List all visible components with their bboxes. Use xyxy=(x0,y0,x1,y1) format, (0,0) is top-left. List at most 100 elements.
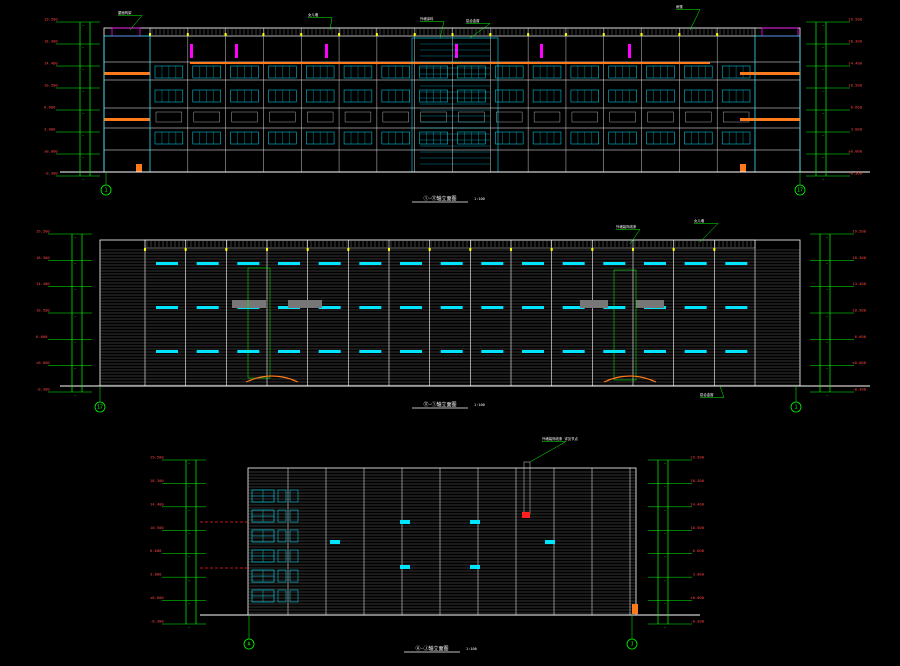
mid-right-level-text: -0.300 xyxy=(852,387,866,392)
top-right-level-text: 10.500 xyxy=(848,83,862,88)
top-left-dim-mark: — xyxy=(82,177,85,181)
top-note: 铝合金窗 xyxy=(466,18,480,23)
bot-left-dim-mark: — xyxy=(188,531,191,535)
grey-panel xyxy=(636,300,664,308)
mid-note-arrow xyxy=(699,223,719,243)
mid-left-dim-mark: — xyxy=(74,393,77,397)
mid-right-dim-mark: — xyxy=(826,393,829,397)
bot-right-dim-mark: — xyxy=(664,461,667,465)
ledge-band xyxy=(190,62,710,64)
top-left-level-text: 19.500 xyxy=(44,17,58,22)
mid-note: 铝合金窗 xyxy=(700,392,714,397)
top-right-level-text: -0.300 xyxy=(848,171,862,176)
roof-feature xyxy=(761,27,799,37)
bot-right-level-text: -0.300 xyxy=(690,619,704,624)
column-accent xyxy=(628,44,631,58)
bot-right-level-text: 19.500 xyxy=(690,455,704,460)
window-block xyxy=(470,520,480,524)
elevation-top: 19.500—18.300—14.400—10.500—6.600—3.000—… xyxy=(44,4,870,203)
roof-marker xyxy=(510,248,512,251)
window-block xyxy=(470,565,480,569)
roof-marker xyxy=(413,33,416,36)
bot-left-dim-mark: — xyxy=(188,602,191,606)
window xyxy=(277,529,287,543)
mid-right-level-text: 19.500 xyxy=(852,229,866,234)
mid-scale: 1:100 xyxy=(474,403,485,407)
top-title: ①-⑰轴立面图 xyxy=(423,195,456,202)
top-left-level-text: 14.400 xyxy=(44,61,58,66)
elevation-bottom: 19.500—18.300—14.400—10.500—6.600—3.000—… xyxy=(150,436,705,653)
window-strip xyxy=(603,262,626,265)
window-strip xyxy=(237,262,260,265)
top-left-dim-mark: — xyxy=(82,89,85,93)
axis-bubble-label: J xyxy=(630,642,633,648)
window xyxy=(277,509,287,523)
mid-note-arrow xyxy=(719,385,725,398)
top-right-dim-mark: — xyxy=(822,111,825,115)
panel xyxy=(193,111,220,123)
window-strip xyxy=(684,350,707,353)
mid-left-dim-mark: — xyxy=(74,314,77,318)
panel xyxy=(307,111,334,123)
window-strip xyxy=(562,262,585,265)
top-left-dim-mark: — xyxy=(82,111,85,115)
top-left-dim-mark: — xyxy=(82,45,85,49)
bot-note: 外墙装饰线条 详见节点 xyxy=(542,436,579,441)
window-block xyxy=(400,565,410,569)
roof-marker xyxy=(388,248,390,251)
bot-scale: 1:100 xyxy=(466,647,477,651)
panel xyxy=(609,111,636,123)
window-strip xyxy=(156,306,178,309)
bot-right-dim-mark: — xyxy=(664,531,667,535)
building-outline xyxy=(103,27,801,173)
roof-marker xyxy=(347,248,350,251)
roof-marker xyxy=(632,248,634,251)
window-strip xyxy=(400,262,422,265)
mid-right-dim-mark: — xyxy=(826,235,829,239)
window-strip xyxy=(196,262,219,265)
top-note: 外墙涂料 xyxy=(420,16,434,21)
bot-left-dim-mark: — xyxy=(188,625,191,629)
bot-right-level-text: ±0.000 xyxy=(690,595,704,600)
mid-note: 外墙装饰线条 xyxy=(616,224,637,229)
column-accent xyxy=(540,44,543,58)
balcony-rail xyxy=(740,72,800,75)
window-strip xyxy=(156,350,178,353)
roof-marker xyxy=(640,33,643,36)
grey-panel xyxy=(232,300,266,308)
roof-marker xyxy=(527,33,530,36)
window-strip xyxy=(400,306,422,309)
window-strip xyxy=(684,262,707,265)
window xyxy=(289,529,299,543)
window-strip xyxy=(318,306,341,309)
window-strip xyxy=(644,350,666,353)
mid-note-arrow xyxy=(629,229,641,245)
stair-tower-right xyxy=(754,35,801,173)
window xyxy=(289,549,299,563)
mid-right-level-text: ±0.000 xyxy=(852,360,866,365)
window-strip xyxy=(237,350,260,353)
top-right-level-text: ±0.000 xyxy=(848,149,862,154)
bot-left-level-text: ±0.000 xyxy=(150,595,164,600)
top-note-arrow xyxy=(689,9,701,31)
window-strip xyxy=(725,306,748,309)
window-strip xyxy=(603,306,626,309)
mid-title: ⑰-①轴立面图 xyxy=(423,401,456,408)
top-right-level-text: 18.300 xyxy=(848,39,862,44)
mid-left-dim-mark: — xyxy=(74,367,77,371)
bot-left-dim-mark: — xyxy=(188,578,191,582)
window-strip xyxy=(278,262,300,265)
column-accent xyxy=(455,44,458,58)
roof-marker xyxy=(489,33,492,36)
window-strip xyxy=(725,350,748,353)
roof-feature xyxy=(111,27,141,37)
ground-pad xyxy=(740,164,746,172)
top-right-dim-mark: — xyxy=(822,23,825,27)
top-left-level-text: 10.500 xyxy=(44,83,58,88)
window-strip xyxy=(278,350,300,353)
window xyxy=(277,589,287,603)
window-strip xyxy=(440,306,463,309)
panel xyxy=(571,111,598,123)
window-strip xyxy=(603,350,626,353)
